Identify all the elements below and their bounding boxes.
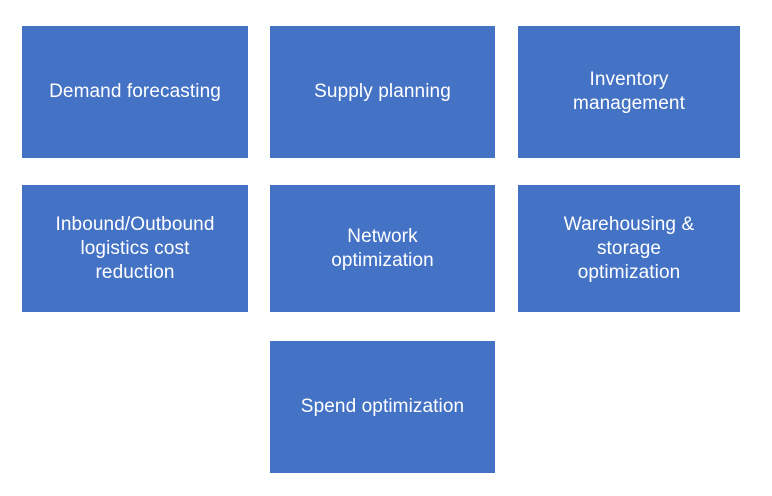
box-warehousing-storage-optimization[interactable]: Warehousing & storage optimization [518,185,740,312]
box-inventory-management[interactable]: Inventory management [518,26,740,158]
box-supply-planning[interactable]: Supply planning [270,26,495,158]
box-label: Warehousing & storage optimization [563,213,695,283]
box-label: Network optimization [331,225,434,271]
box-spend-optimization[interactable]: Spend optimization [270,341,495,473]
box-label: Supply planning [314,81,451,102]
box-label: Inventory management [573,69,685,114]
box-label: Inbound/Outbound logistics cost reductio… [55,213,215,283]
box-demand-forecasting[interactable]: Demand forecasting [22,26,248,158]
box-network-optimization[interactable]: Network optimization [270,185,495,312]
box-label: Demand forecasting [49,81,221,102]
box-inbound-outbound-logistics-cost-reduction[interactable]: Inbound/Outbound logistics cost reductio… [22,185,248,312]
box-label: Spend optimization [300,396,465,417]
